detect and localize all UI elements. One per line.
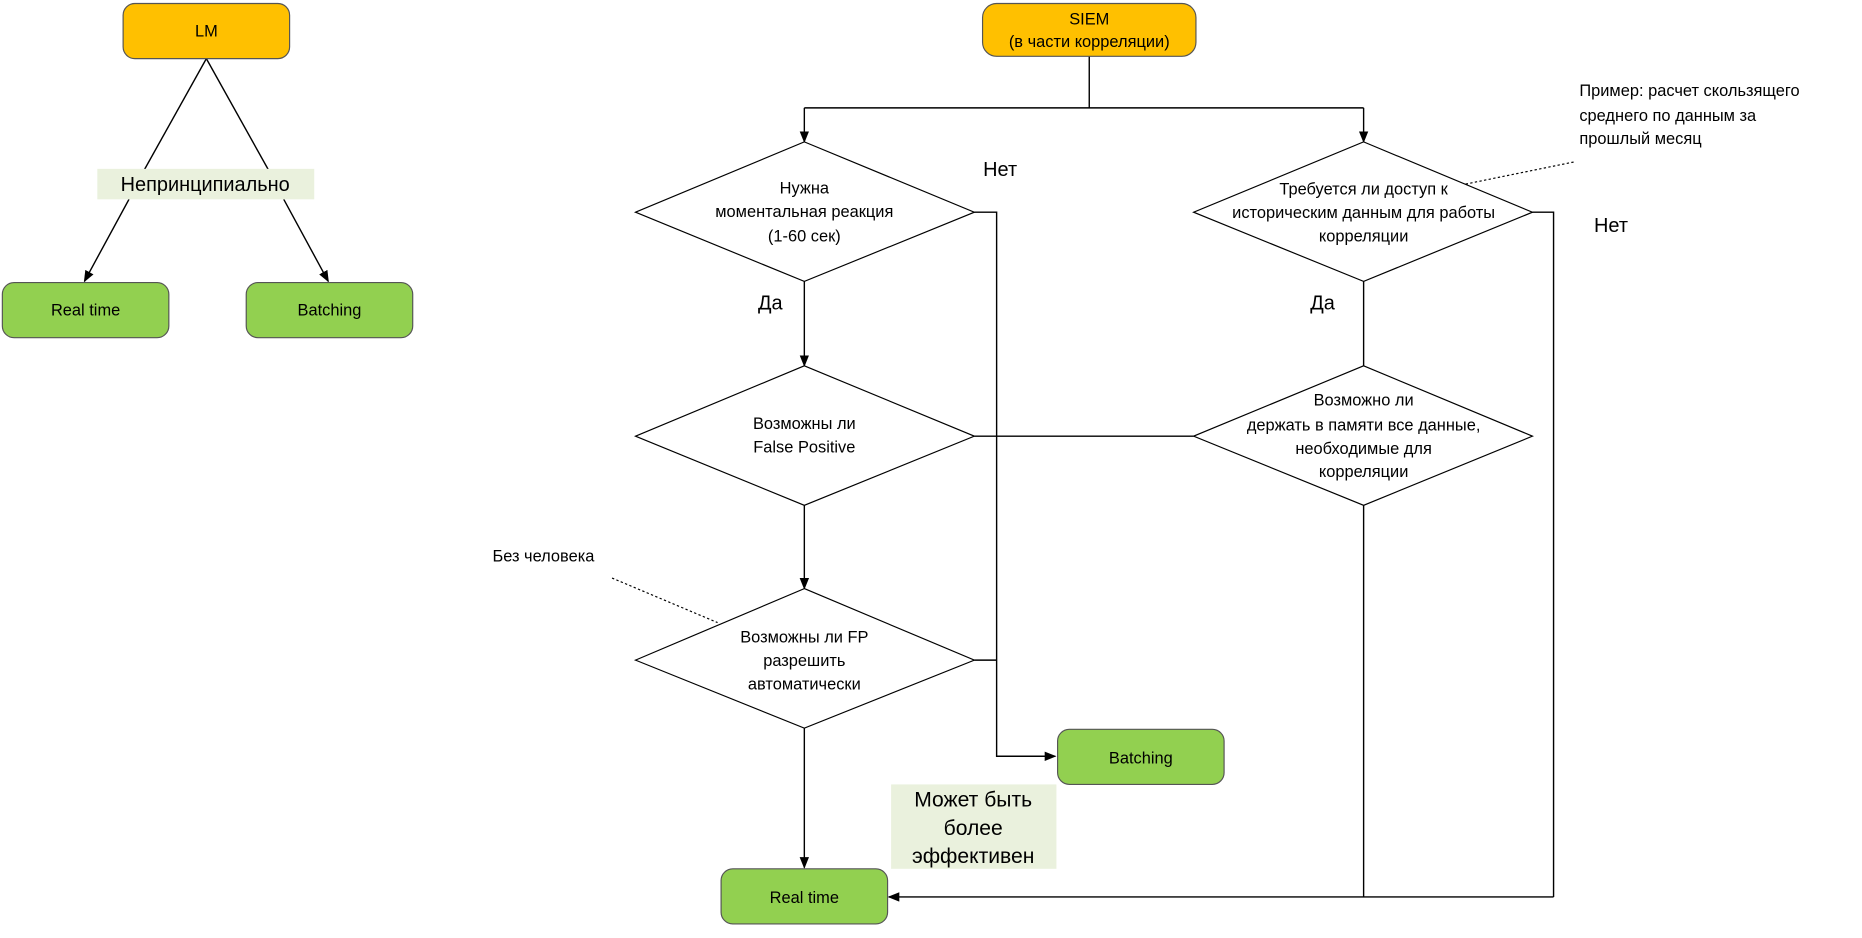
siem-batching-label: Batching xyxy=(1109,749,1173,767)
edge-no-to-batching xyxy=(974,211,1057,761)
note-example-line3: прошлый месяц xyxy=(1579,130,1702,148)
siem-flow: SIEM (в части корреляции) Нужна моментал… xyxy=(492,2,1800,925)
note-efficient-bg xyxy=(891,784,1057,869)
lm-leaf-realtime-label: Real time xyxy=(51,301,120,319)
siem-batching-node[interactable] xyxy=(1057,728,1225,785)
d4-line3: корреляции xyxy=(1319,228,1409,246)
lm-leaf-realtime-node[interactable] xyxy=(1,281,170,339)
d3-line3: автоматически xyxy=(748,675,861,693)
lm-leaf-batching-label: Batching xyxy=(298,301,362,319)
note-example-connector xyxy=(1465,161,1575,185)
edge-d4-no xyxy=(1532,211,1555,897)
d1-line2: моментальная реакция xyxy=(715,203,893,221)
siem-root-line2: (в части корреляции) xyxy=(1009,33,1170,51)
note-human-connector xyxy=(611,577,718,624)
label-yes-2: Да xyxy=(1310,293,1335,315)
d5-line2: держать в памяти все данные, xyxy=(1247,416,1481,434)
siem-realtime-node[interactable] xyxy=(720,868,889,925)
d5-line4: корреляции xyxy=(1319,463,1409,481)
lm-leaf-batching-node[interactable] xyxy=(245,281,414,339)
lm-edge-left-top xyxy=(143,58,207,171)
lm-root-node[interactable] xyxy=(122,2,291,60)
siem-root-node[interactable] xyxy=(981,2,1197,57)
decision-historical-data[interactable] xyxy=(1192,141,1534,283)
siem-realtime-label: Real time xyxy=(770,889,839,907)
decision-data-in-memory[interactable] xyxy=(1192,365,1534,506)
d4-line2: историческим данным для работы xyxy=(1232,204,1495,222)
d3-line1: Возможны ли FP xyxy=(740,629,868,647)
note-example-line1: Пример: расчет скользящего xyxy=(1579,82,1799,100)
lm-edge-label: Непринципиально xyxy=(121,174,290,196)
d5-line3: необходимые для xyxy=(1295,440,1431,458)
lm-root-label: LM xyxy=(195,22,218,40)
decision-fp-auto[interactable] xyxy=(633,587,976,729)
lm-edge-right-top xyxy=(205,58,270,171)
lm-edge-label-bg xyxy=(97,168,315,200)
note-efficient-line3: эффективен xyxy=(912,845,1034,868)
lm-edge-right-bottom xyxy=(283,198,329,283)
decision-false-positive[interactable] xyxy=(633,365,976,506)
siem-root-line1: SIEM xyxy=(1069,11,1109,29)
label-no-2: Нет xyxy=(1594,215,1628,237)
label-yes-1: Да xyxy=(758,293,783,315)
note-human: Без человека xyxy=(492,548,595,566)
d5-line1: Возможно ли xyxy=(1314,392,1414,410)
d4-line1: Требуется ли доступ к xyxy=(1279,181,1448,199)
note-efficient-line2: более xyxy=(944,817,1003,840)
d2-line2: False Positive xyxy=(753,439,855,457)
d3-line2: разрешить xyxy=(763,652,845,670)
note-example-line2: среднего по данным за xyxy=(1579,107,1757,125)
note-efficient-line1: Может быть xyxy=(914,789,1032,812)
lm-tree: Непринципиально LM Real time Batching xyxy=(1,2,414,339)
d1-line1: Нужна xyxy=(780,179,830,197)
d1-line3: (1-60 сек) xyxy=(768,228,841,246)
decision-instant-reaction[interactable] xyxy=(633,141,976,283)
label-no-1: Нет xyxy=(983,159,1017,181)
d2-line1: Возможны ли xyxy=(753,415,856,433)
lm-edge-left-bottom xyxy=(83,198,130,283)
